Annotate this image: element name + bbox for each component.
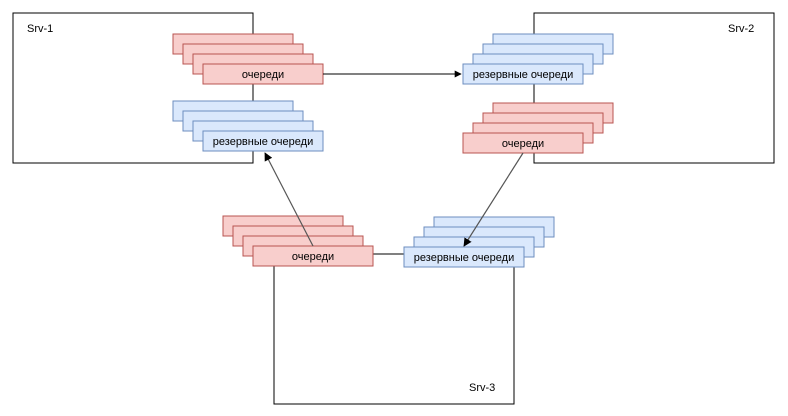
srv3-backup-stack[interactable]: резервные очереди: [403, 216, 555, 268]
srv2-backup-label: резервные очереди: [473, 69, 573, 81]
edge-srv3-queues-to-srv1-backup[interactable]: [264, 152, 314, 247]
srv1-backup-card-front[interactable]: [202, 130, 324, 152]
srv2-queues-label: очереди: [502, 138, 544, 150]
srv3-backup-label: резервные очереди: [414, 252, 514, 264]
server-box-srv3[interactable]: [273, 253, 515, 405]
server-label-srv2: Srv-2: [728, 23, 754, 35]
srv1-backup-stack[interactable]: резервные очереди: [172, 100, 324, 152]
server-label-srv1: Srv-1: [27, 23, 53, 35]
edge-srv2-queues-to-srv3-backup[interactable]: [463, 152, 524, 247]
srv1-queues-stack[interactable]: очереди: [172, 33, 324, 85]
srv2-queues-stack[interactable]: очереди: [462, 102, 614, 154]
srv3-queues-label: очереди: [292, 251, 334, 263]
server-srv3[interactable]: Srv-3: [273, 253, 515, 405]
srv3-backup-card-front[interactable]: [403, 246, 525, 268]
srv3-queues-stack[interactable]: очереди: [222, 215, 374, 267]
srv2-backup-card-front[interactable]: [462, 63, 584, 85]
server-label-srv3: Srv-3: [469, 382, 495, 394]
srv1-queues-label: очереди: [242, 69, 284, 81]
srv2-backup-stack[interactable]: резервные очереди: [462, 33, 614, 85]
srv1-backup-label: резервные очереди: [213, 136, 313, 148]
